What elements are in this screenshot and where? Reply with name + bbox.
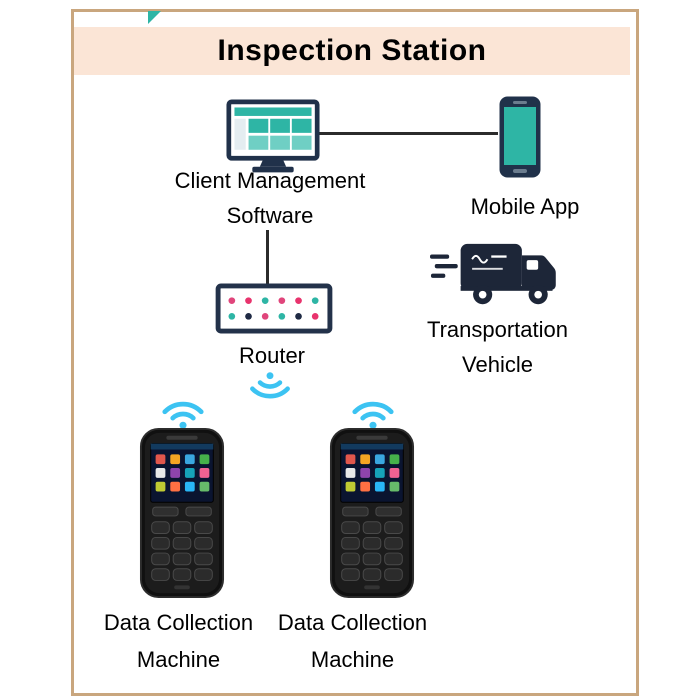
mobile-app-node <box>498 95 542 184</box>
transportation-node <box>430 238 564 318</box>
transportation-label: Transportation Vehicle <box>410 312 585 382</box>
header-bar: Inspection Station <box>74 27 630 75</box>
wifi-signal-down <box>247 366 293 408</box>
data-collection-left-line2: Machine <box>136 647 221 672</box>
router-icon <box>215 283 333 334</box>
transportation-label-line1: Transportation <box>426 317 569 342</box>
page-title: Inspection Station <box>217 34 487 67</box>
data-collection-label-right: Data Collection Machine <box>260 604 445 678</box>
smartphone-icon <box>499 96 541 178</box>
client-management-label: Client Management Software <box>120 163 420 233</box>
handheld-terminal-icon <box>329 427 415 599</box>
wifi-signal-left <box>159 392 207 435</box>
desktop-monitor-icon <box>226 99 320 173</box>
client-management-node <box>226 99 320 183</box>
connector-monitor-router <box>266 230 269 284</box>
delivery-truck-icon <box>430 243 556 305</box>
data-collection-right-line1: Data Collection <box>277 610 428 635</box>
wifi-signal-icon <box>352 401 394 429</box>
client-management-label-line2: Software <box>226 203 314 228</box>
router-label: Router <box>212 338 332 373</box>
data-collection-right-line2: Machine <box>310 647 395 672</box>
wifi-signal-icon <box>162 401 204 429</box>
data-collection-label-left: Data Collection Machine <box>86 604 271 678</box>
client-management-label-line1: Client Management <box>174 168 366 193</box>
transportation-label-line2: Vehicle <box>462 352 533 377</box>
wifi-signal-icon <box>250 372 290 399</box>
wifi-signal-right <box>349 392 397 435</box>
connector-monitor-phone <box>318 132 498 135</box>
data-collection-left-line1: Data Collection <box>103 610 254 635</box>
diagram-frame <box>71 9 639 696</box>
data-collection-device-left <box>134 427 230 604</box>
router-node <box>215 283 333 339</box>
handheld-terminal-icon <box>139 427 225 599</box>
mobile-app-label-text: Mobile App <box>470 194 580 219</box>
data-collection-device-right <box>324 427 420 604</box>
teal-corner-triangle <box>148 11 161 24</box>
router-label-text: Router <box>238 343 306 368</box>
mobile-app-label: Mobile App <box>450 189 600 224</box>
